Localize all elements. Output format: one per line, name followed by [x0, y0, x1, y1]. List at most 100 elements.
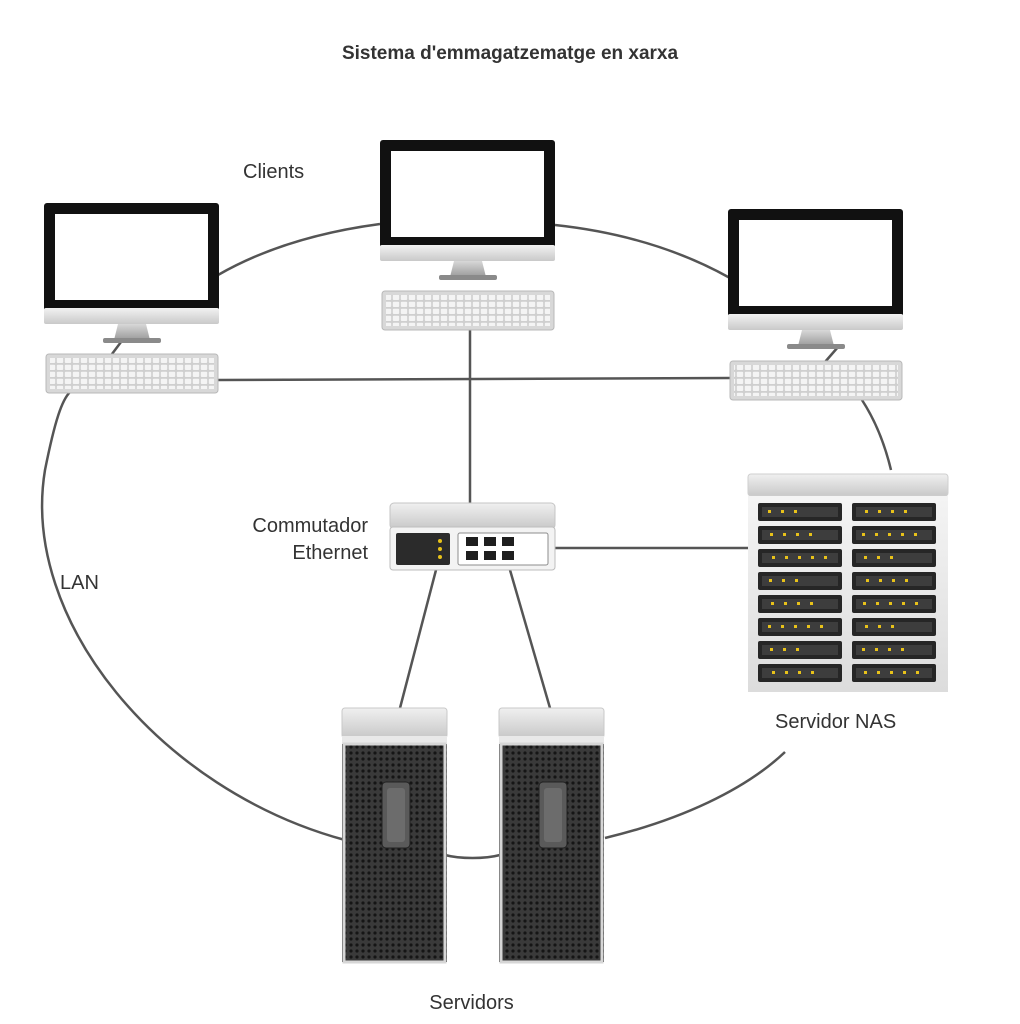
lan-ring-top-right [554, 223, 731, 280]
nas-status-led [794, 510, 797, 513]
nas-status-led [915, 602, 918, 605]
nas-status-led [809, 533, 812, 536]
nas-status-led [782, 579, 785, 582]
nas-status-led [863, 602, 866, 605]
nas-status-led [891, 510, 894, 513]
nas-status-led [866, 579, 869, 582]
servers-label: Servidors [429, 992, 514, 1014]
nas-status-led [875, 648, 878, 651]
nas-status-led [889, 602, 892, 605]
server-tower-icon [498, 707, 605, 964]
monitor-icon [380, 140, 555, 280]
nas-status-led [877, 556, 880, 559]
nas-status-led [769, 579, 772, 582]
nas-status-led [890, 556, 893, 559]
nas-status-led [784, 602, 787, 605]
nas-status-led [768, 510, 771, 513]
monitor3-to-keyboard [824, 346, 839, 363]
switch-to-server1-cable [398, 569, 438, 709]
keyboard-icon [729, 360, 903, 401]
nas-label: Servidor NAS [775, 711, 897, 733]
nas-status-led [904, 510, 907, 513]
nas-status-led [864, 556, 867, 559]
client-computer-3 [728, 209, 903, 401]
switch-label-line2: Ethernet [292, 542, 368, 564]
nas-drive-face [856, 553, 932, 563]
nas-status-led [796, 533, 799, 536]
nas-status-led [785, 556, 788, 559]
nas-status-led [811, 556, 814, 559]
nas-status-led [914, 533, 917, 536]
nas-status-led [798, 556, 801, 559]
nas-status-led [795, 579, 798, 582]
nas-status-led [877, 671, 880, 674]
nas-status-led [891, 625, 894, 628]
clients-label: Clients [243, 161, 305, 183]
nas-status-led [901, 533, 904, 536]
nas-status-led [905, 579, 908, 582]
nas-status-led [876, 602, 879, 605]
ethernet-switch-icon [389, 502, 556, 571]
switch-label-line1: Commutador [252, 515, 368, 537]
nas-status-led [798, 671, 801, 674]
nas-status-led [771, 602, 774, 605]
nas-drive-face [762, 576, 838, 586]
nas-status-led [781, 510, 784, 513]
nas-status-led [864, 671, 867, 674]
client-computer-1 [44, 203, 219, 394]
nas-status-led [797, 602, 800, 605]
monitor-icon [44, 203, 219, 343]
lan-label: LAN [60, 572, 99, 594]
nas-drive-face [856, 668, 932, 678]
nas-drive-face [762, 530, 838, 540]
lan-ring-bottom-mid [444, 853, 501, 860]
nas-status-led [796, 648, 799, 651]
switch-to-server2-cable [508, 569, 552, 709]
nas-status-led [794, 625, 797, 628]
nas-drive-face [856, 645, 932, 655]
lan-ring-top-left [217, 222, 381, 277]
nas-status-led [862, 648, 865, 651]
nas-status-led [888, 648, 891, 651]
nas-status-led [807, 625, 810, 628]
nas-status-led [811, 671, 814, 674]
nas-status-led [770, 648, 773, 651]
client-horizontal-cable [217, 376, 731, 382]
nas-status-led [781, 625, 784, 628]
lan-cables [40, 222, 893, 860]
nas-status-led [903, 671, 906, 674]
monitor-icon [728, 209, 903, 349]
nas-status-led [888, 533, 891, 536]
nas-status-led [820, 625, 823, 628]
nas-status-led [770, 533, 773, 536]
nas-drive-face [762, 622, 838, 632]
nas-status-led [865, 510, 868, 513]
lan-ring-bottom-right [604, 751, 786, 840]
lan-ring-left [40, 391, 346, 842]
nas-status-led [901, 648, 904, 651]
nas-status-led [875, 533, 878, 536]
nas-status-led [878, 625, 881, 628]
nas-status-led [783, 533, 786, 536]
nas-status-led [768, 625, 771, 628]
keyboard-icon [45, 353, 219, 394]
client-computer-2 [380, 140, 555, 331]
nas-drive-face [856, 599, 932, 609]
nas-status-led [862, 533, 865, 536]
nas-status-led [783, 648, 786, 651]
nas-drive-face [762, 507, 838, 517]
nas-status-led [824, 556, 827, 559]
nas-status-led [890, 671, 893, 674]
nas-status-led [892, 579, 895, 582]
nas-rack-icon [747, 473, 949, 692]
nas-status-led [785, 671, 788, 674]
keyboard-icon [381, 290, 555, 331]
nas-status-led [810, 602, 813, 605]
nas-status-led [865, 625, 868, 628]
nas-status-led [772, 671, 775, 674]
diagram-title: Sistema d'emmagatzematge en xarxa [341, 43, 679, 64]
nas-status-led [902, 602, 905, 605]
nas-status-led [772, 556, 775, 559]
lan-ring-right [860, 399, 893, 471]
